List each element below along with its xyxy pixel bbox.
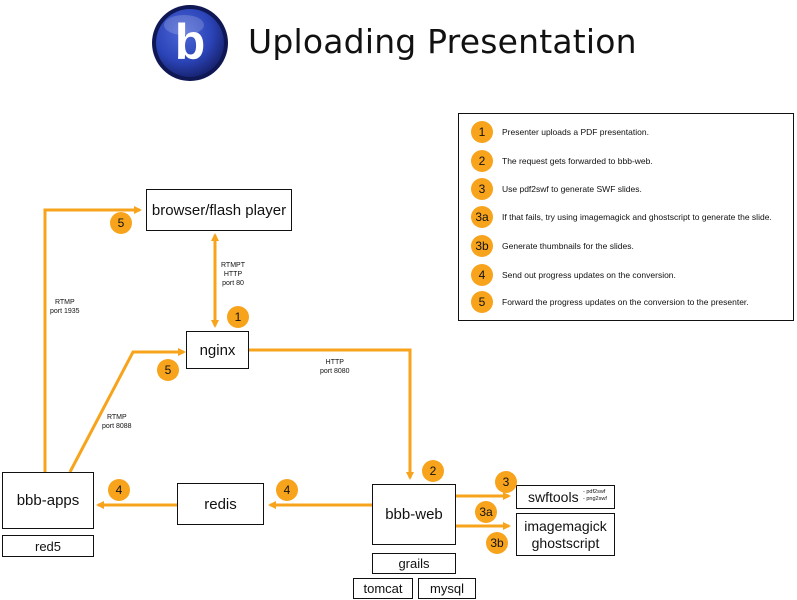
node-tomcat: tomcat: [353, 578, 413, 599]
legend-item: 4 Send out progress updates on the conve…: [471, 264, 676, 286]
step-badge: 5: [110, 212, 132, 234]
step-badge: 5: [471, 291, 493, 313]
edge-nginx-to-web: [249, 348, 414, 480]
swftools-sub-png2swf: - png2swf: [583, 496, 607, 502]
step-badge: 5: [157, 359, 179, 381]
node-grails: grails: [372, 553, 456, 574]
page-title: Uploading Presentation: [248, 22, 637, 61]
step-badge: 4: [471, 264, 493, 286]
node-browser: browser/flash player: [146, 189, 292, 231]
node-imagemagick: imagemagick ghostscript: [516, 513, 615, 556]
legend-text: Use pdf2swf to generate SWF slides.: [502, 184, 642, 194]
legend-item: 2 The request gets forwarded to bbb-web.: [471, 150, 653, 172]
label-rtmp-1935: RTMP port 1935: [50, 299, 80, 315]
node-swftools: swftools: [516, 485, 615, 509]
imagemagick-label: imagemagick: [524, 517, 607, 534]
edge-apps-to-browser: [43, 206, 142, 472]
step-badge: 3b: [471, 235, 493, 257]
legend-text: Send out progress updates on the convers…: [502, 270, 676, 280]
step-badge: 3b: [486, 532, 508, 554]
node-bbb-web: bbb-web: [372, 484, 456, 545]
edge-apps-to-nginx: [68, 348, 186, 473]
ghostscript-label: ghostscript: [531, 534, 600, 551]
swftools-label: swftools: [528, 489, 579, 505]
node-redis: redis: [177, 483, 264, 525]
logo-letter: b: [175, 14, 206, 70]
legend-item: 3 Use pdf2swf to generate SWF slides.: [471, 178, 642, 200]
step-badge: 1: [227, 306, 249, 328]
label-rtmp-8088: RTMP port 8088: [102, 414, 132, 430]
legend-text: Presenter uploads a PDF presentation.: [502, 127, 649, 137]
legend-panel: 1 Presenter uploads a PDF presentation. …: [458, 113, 794, 321]
legend-item: 3a If that fails, try using imagemagick …: [471, 206, 772, 228]
legend-item: 5 Forward the progress updates on the co…: [471, 291, 749, 313]
legend-text: If that fails, try using imagemagick and…: [502, 212, 772, 222]
step-badge: 4: [276, 479, 298, 501]
legend-text: Generate thumbnails for the slides.: [502, 241, 634, 251]
legend-text: The request gets forwarded to bbb-web.: [502, 156, 653, 166]
step-badge: 3: [471, 178, 493, 200]
swftools-sub-pdf2swf: - pdf2swf: [583, 489, 606, 495]
step-badge: 3a: [471, 206, 493, 228]
label-rtmpt-http-80: RTMPT HTTP port 80: [221, 262, 245, 287]
legend-item: 1 Presenter uploads a PDF presentation.: [471, 121, 649, 143]
bigbluebutton-logo-icon: b: [152, 5, 228, 81]
step-badge: 2: [471, 150, 493, 172]
node-red5: red5: [2, 535, 94, 557]
legend-text: Forward the progress updates on the conv…: [502, 297, 749, 307]
step-badge: 1: [471, 121, 493, 143]
label-http-8080: HTTP port 8080: [320, 359, 350, 375]
step-badge: 2: [422, 460, 444, 482]
step-badge: 3: [495, 471, 517, 493]
step-badge: 4: [108, 479, 130, 501]
node-bbb-apps: bbb-apps: [2, 472, 94, 529]
node-mysql: mysql: [418, 578, 476, 599]
node-nginx: nginx: [186, 331, 249, 369]
step-badge: 3a: [475, 501, 497, 523]
legend-item: 3b Generate thumbnails for the slides.: [471, 235, 634, 257]
